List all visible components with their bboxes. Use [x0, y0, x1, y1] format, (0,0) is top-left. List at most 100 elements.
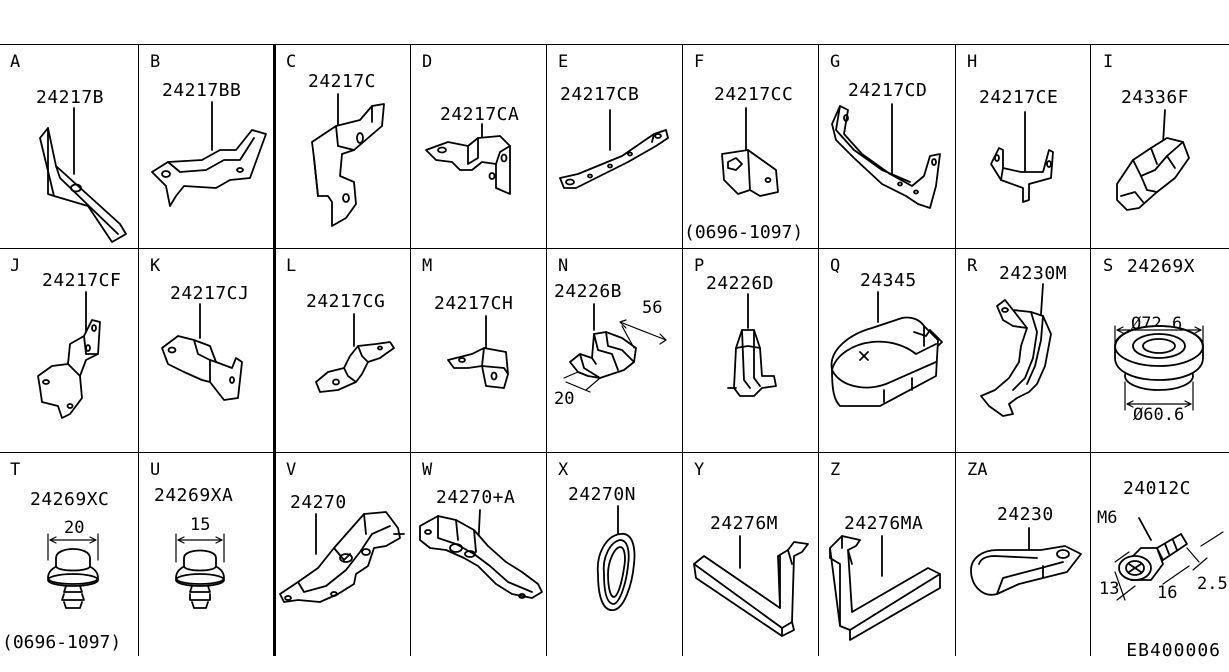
clip-24336f-drawing — [1116, 109, 1190, 211]
dimension-label: 15 — [190, 515, 211, 535]
grid-col-divider — [546, 44, 547, 656]
grid-col-divider — [138, 44, 139, 656]
cell-letter: T — [10, 460, 21, 480]
part-number: 24217BB — [162, 80, 242, 101]
part-cell-x: X 24270N — [548, 454, 681, 656]
part-number: 24269XA — [154, 485, 234, 506]
part-number: 24217CJ — [170, 283, 250, 304]
part-number: 24217CA — [440, 104, 520, 125]
part-cell-b: B 24217BB — [140, 46, 273, 248]
part-cell-a: A 24217B — [0, 46, 137, 248]
dimension-label: 2.5 — [1197, 574, 1228, 594]
part-number: 24217CC — [714, 84, 794, 105]
part-number: 24230 — [997, 504, 1054, 525]
cell-letter: H — [967, 52, 978, 72]
bolt-24012c-drawing — [1114, 517, 1224, 601]
part-number: 24345 — [860, 270, 917, 291]
part-cell-t: T 24269XC 20 (0696-1097) — [0, 454, 137, 656]
part-number: 24230M — [999, 263, 1068, 284]
cell-letter: Y — [694, 460, 705, 480]
part-number: 24217CG — [306, 291, 386, 312]
part-cell-v: V 24270 — [276, 454, 409, 656]
part-number: 24270+A — [436, 487, 516, 508]
part-cell-bolt: 24012C M6 13 16 2.5 — [1093, 454, 1229, 656]
part-number: 24217CH — [434, 293, 514, 314]
clamp-24230-drawing — [970, 527, 1082, 596]
dimension-label: 56 — [642, 298, 663, 318]
grid-top-line — [0, 44, 1229, 45]
grid-row-divider-1 — [0, 248, 1229, 249]
cell-letter: R — [967, 256, 978, 276]
grid-col-divider — [818, 44, 819, 656]
grid-col-divider — [1090, 44, 1091, 656]
grid-row-divider-2 — [0, 452, 1229, 453]
part-cell-z: Z 24276MA — [820, 454, 954, 656]
cell-letter: L — [286, 256, 297, 276]
part-cell-p: P 24226D — [684, 250, 817, 452]
cell-letter: S — [1103, 256, 1114, 276]
grommet-24269x-drawing — [1114, 325, 1204, 411]
part-cell-f: F 24217CC (0696-1097) — [684, 46, 817, 248]
figure-id: EB400006 — [1126, 640, 1221, 661]
protector-24276ma-drawing — [829, 535, 941, 641]
part-number: 24276MA — [844, 513, 924, 534]
part-number: 24226D — [706, 273, 775, 294]
part-cell-g: G 24217CD — [820, 46, 954, 248]
part-cell-za: ZA 24230 — [957, 454, 1089, 656]
bracket-24230m-drawing — [980, 283, 1052, 417]
bracket-24217bb-drawing — [151, 101, 267, 207]
part-number: 24270N — [568, 484, 637, 505]
cell-letter: C — [286, 52, 297, 72]
bracket-24217cb-drawing — [559, 109, 669, 189]
cell-letter: A — [10, 52, 21, 72]
bracket-24270-drawing — [279, 511, 405, 603]
cell-letter: P — [694, 256, 705, 276]
bracket-24217cc-drawing — [721, 107, 779, 197]
part-cell-i: I 24336F — [1093, 46, 1229, 248]
grid-col-divider — [682, 44, 683, 656]
cell-letter: Q — [830, 256, 841, 276]
cell-letter: I — [1103, 52, 1114, 72]
part-cell-k: K 24217CJ — [140, 250, 273, 452]
thread-size-label: M6 — [1097, 508, 1118, 528]
part-cell-r: R 24230M — [957, 250, 1089, 452]
cell-letter: X — [558, 460, 569, 480]
part-cell-e: E 24217CB — [548, 46, 681, 248]
cell-letter: Z — [830, 460, 841, 480]
cell-letter: W — [422, 460, 433, 480]
bracket-24217cf-drawing — [37, 291, 101, 419]
dimension-label: 13 — [1099, 579, 1120, 599]
bracket-24217b-drawing — [39, 107, 127, 243]
bracket-24217cd-drawing — [831, 103, 941, 209]
dimension-label: 16 — [1157, 583, 1178, 603]
dimension-label: 20 — [554, 389, 575, 409]
dimension-label: 20 — [64, 518, 85, 538]
cell-letter: K — [150, 256, 161, 276]
part-cell-h: H 24217CE — [957, 46, 1089, 248]
cell-letter: D — [422, 52, 433, 72]
part-number: 24217C — [308, 71, 377, 92]
cell-letter: M — [422, 256, 433, 276]
part-cell-c: C 24217C — [276, 46, 409, 248]
cell-letter: G — [830, 52, 841, 72]
bracket-24217c-drawing — [311, 93, 385, 227]
clip-24269xa-drawing — [175, 533, 225, 609]
part-cell-y: Y 24276M — [684, 454, 817, 656]
part-number: 24270 — [290, 492, 347, 513]
part-number: 24269XC — [30, 489, 110, 510]
part-cell-w: W 24270+A — [412, 454, 545, 656]
cell-letter: ZA — [967, 460, 988, 480]
applicability-note: (0696-1097) — [2, 632, 122, 653]
cell-letter: J — [10, 256, 21, 276]
part-number: 24269X — [1127, 256, 1196, 277]
bracket-24270a-drawing — [419, 509, 543, 599]
protector-24276m-drawing — [693, 535, 809, 637]
part-cell-j: J 24217CF — [0, 250, 137, 452]
part-number: 24217CB — [560, 84, 640, 105]
cap-24345-drawing — [830, 291, 943, 407]
bracket-24217cg-drawing — [315, 313, 395, 393]
part-number: 24226B — [554, 281, 623, 302]
bracket-24217ch-drawing — [447, 315, 509, 389]
cell-letter: V — [286, 460, 297, 480]
